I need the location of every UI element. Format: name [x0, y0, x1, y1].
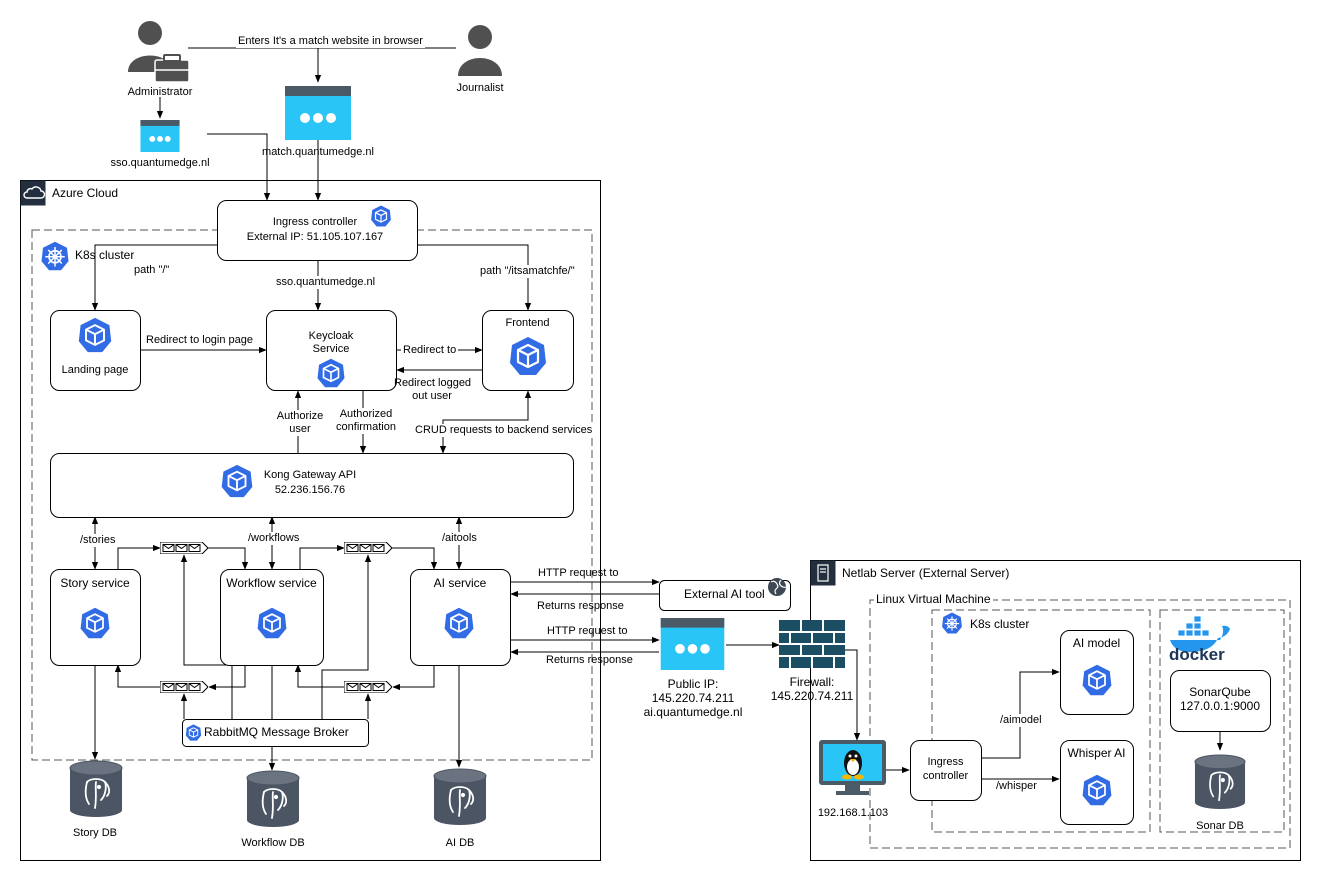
story-service-label: Story service	[60, 576, 130, 590]
crud-label: CRUD requests to backend services	[413, 424, 595, 437]
ai-db-label: AI DB	[445, 837, 475, 849]
sonarqube-line1: SonarQube	[1189, 685, 1251, 699]
kong-gateway-box[interactable]	[50, 453, 574, 518]
workflow-service-label: Workflow service	[226, 576, 317, 590]
browser-icon[interactable]	[285, 86, 351, 140]
ai-service-label: AI service	[433, 576, 487, 590]
ingress-controller-line2: External IP: 51.105.107.167	[246, 231, 384, 243]
redirect-login-label: Redirect to login page	[144, 334, 256, 347]
azure-cloud-container	[20, 180, 601, 861]
browser-icon[interactable]	[660, 618, 725, 670]
whisper-ai-label: Whisper AI	[1067, 746, 1126, 760]
database-icon	[69, 760, 123, 818]
keycloak-line2: Service	[312, 343, 350, 355]
sonarqube-line2: 127.0.0.1:9000	[1179, 699, 1261, 713]
sonar-db-label: Sonar DB	[1196, 820, 1244, 832]
path-aitools-label: /aitools	[440, 532, 479, 545]
sonarqube-box[interactable]	[1170, 670, 1271, 732]
vm-ip-label: 192.168.1.103	[817, 807, 889, 819]
k8s-cluster-label: K8s cluster	[75, 248, 135, 262]
story-db-label: Story DB	[72, 827, 117, 839]
netlab-ingress-line2: controller	[922, 770, 969, 782]
docker-logo-text: docker	[1169, 645, 1225, 664]
firewall-line2: 145.220.74.211	[770, 689, 854, 703]
public-ip-line1: Public IP:	[667, 677, 719, 691]
docker-icon	[1170, 615, 1230, 652]
linux-vm-title: Linux Virtual Machine	[874, 592, 993, 606]
azure-cloud-title: Azure Cloud	[52, 186, 119, 200]
external-ai-tool-box[interactable]	[659, 580, 791, 611]
ingress-controller-line1: Ingress controller	[272, 216, 358, 228]
kong-line1: Kong Gateway API	[263, 469, 357, 481]
netlab-k8s-label: K8s cluster	[970, 617, 1030, 631]
path-stories-label: /stories	[78, 534, 118, 547]
authorized-confirmation-line1: Authorized	[329, 408, 403, 421]
authorize-user-line2: user	[272, 423, 328, 436]
database-icon	[433, 768, 487, 826]
http-request-1-label: HTTP request to	[538, 567, 619, 579]
returns-response-1-label: Returns response	[537, 600, 624, 612]
cloud-icon	[23, 186, 46, 199]
globe-icon	[768, 578, 787, 596]
rabbitmq-box[interactable]	[182, 719, 369, 747]
queue-icon	[160, 542, 208, 554]
keycloak-service-box[interactable]	[266, 310, 397, 391]
browser-icon[interactable]	[140, 120, 180, 152]
returns-response-2-label: Returns response	[546, 654, 633, 666]
kubernetes-icon	[941, 612, 963, 634]
authorized-confirmation-line2: confirmation	[329, 421, 403, 434]
queue-icon	[160, 681, 208, 693]
netlab-title: Netlab Server (External Server)	[842, 566, 1010, 580]
database-icon	[1194, 754, 1246, 810]
workflow-db-label: Workflow DB	[241, 837, 305, 849]
keycloak-line1: Keycloak	[308, 330, 354, 342]
frontend-label: Frontend	[505, 317, 550, 329]
aimodel-path-label: /aimodel	[998, 714, 1044, 727]
http-request-2-label: HTTP request to	[547, 625, 628, 637]
public-ip-line2: 145.220.74.211	[651, 691, 735, 705]
redirect-to-label: Redirect to	[401, 344, 459, 357]
browser-action-label: Enters It's a match website in browser	[236, 35, 425, 48]
queue-icon	[344, 681, 392, 693]
path-workflows-label: /workflows	[246, 532, 302, 545]
redirect-logged-line1: Redirect logged	[394, 377, 472, 389]
route-root-label: path "/"	[132, 264, 172, 277]
administrator-label: Administrator	[127, 86, 193, 98]
sso-site-label: sso.quantumedge.nl	[110, 157, 210, 169]
queue-icon	[344, 542, 392, 554]
netlab-ingress-line1: Ingress	[927, 756, 964, 768]
redirect-logged-line2: out user	[412, 390, 452, 402]
database-icon	[246, 770, 300, 828]
rabbitmq-label: RabbitMQ Message Broker	[204, 725, 349, 739]
firewall-icon	[779, 620, 845, 668]
linux-tux-icon	[842, 750, 864, 780]
authorize-user-line1: Authorize	[272, 410, 328, 423]
linux-vm-container	[869, 599, 1291, 849]
route-frontend-label: path "/itsamatchfe/"	[478, 265, 577, 278]
netlab-header-badge	[810, 560, 836, 586]
netlab-ingress-box[interactable]	[910, 740, 982, 801]
public-ip-line3: ai.quantumedge.nl	[643, 705, 743, 719]
whisper-path-label: /whisper	[994, 780, 1039, 793]
kubernetes-icon	[40, 241, 70, 271]
route-sso-label: sso.quantumedge.nl	[274, 276, 378, 289]
server-icon	[817, 564, 829, 582]
external-ai-tool-label: External AI tool	[684, 587, 765, 601]
journalist-label: Journalist	[456, 82, 504, 94]
ingress-controller-box[interactable]	[217, 200, 418, 261]
k8s-cluster-netlab	[931, 609, 1151, 833]
kong-line2: 52.236.156.76	[274, 484, 346, 496]
briefcase-icon	[154, 54, 190, 83]
docker-container	[1159, 609, 1285, 833]
landing-page-label: Landing page	[61, 364, 129, 376]
match-site-label: match.quantumedge.nl	[262, 146, 374, 158]
ai-model-label: AI model	[1072, 636, 1121, 650]
firewall-line1: Firewall:	[789, 675, 835, 689]
netlab-server-container	[810, 560, 1301, 861]
person-icon	[458, 25, 502, 76]
